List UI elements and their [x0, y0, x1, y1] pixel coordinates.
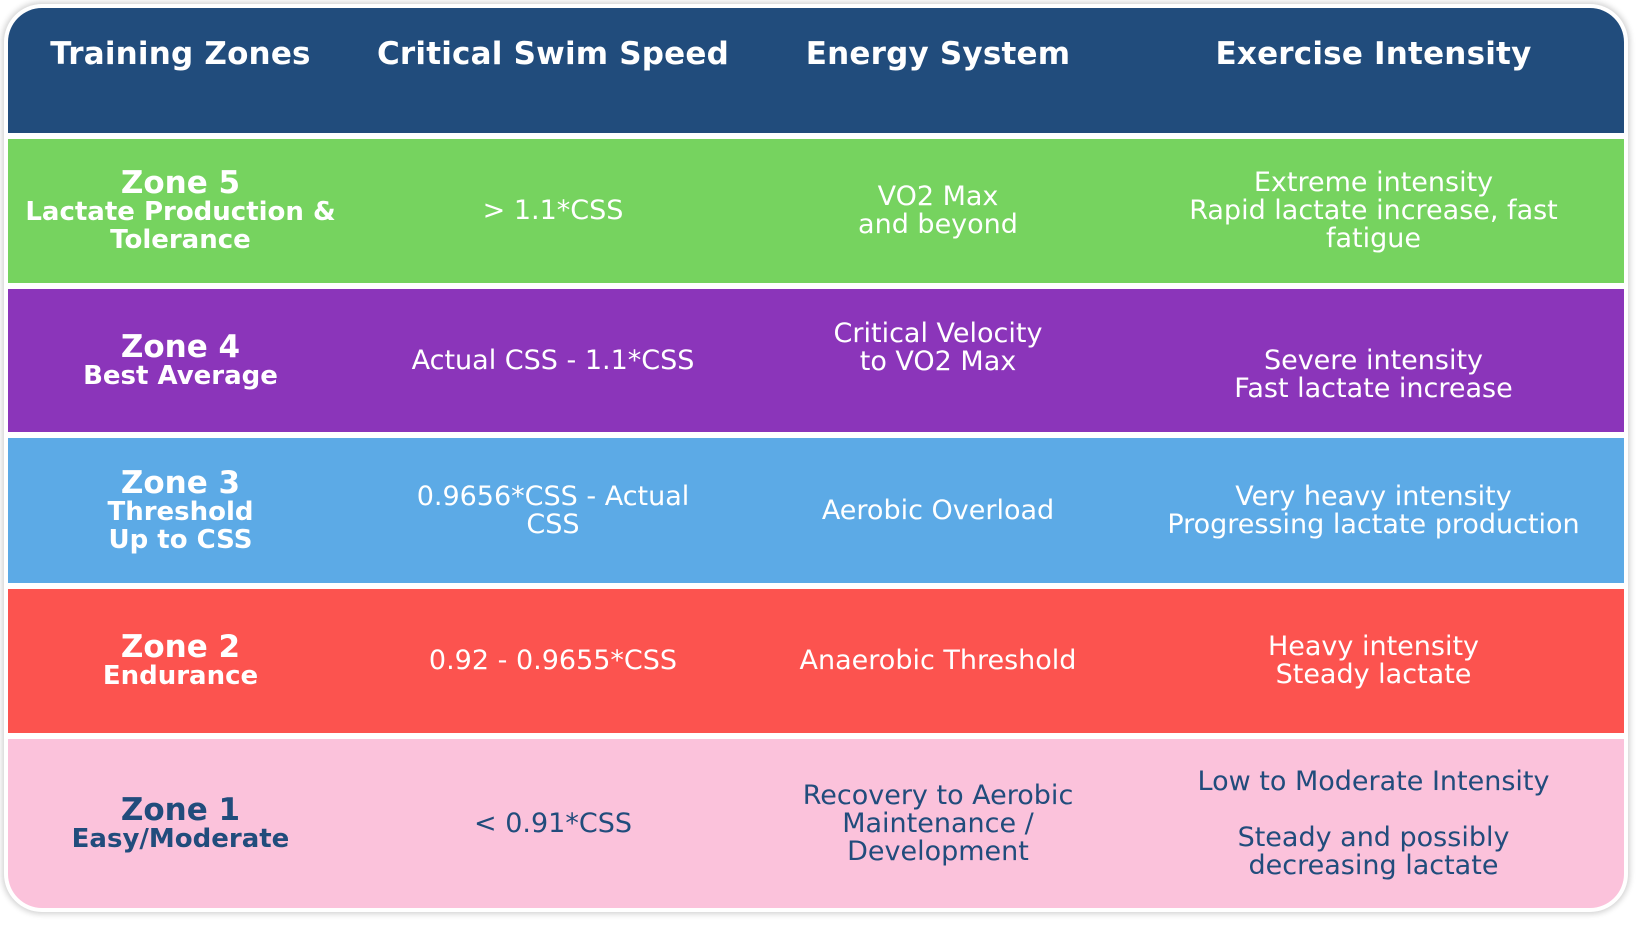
energy-cell: Anaerobic Threshold	[753, 589, 1123, 733]
table-frame: Training Zones Critical Swim Speed Energ…	[4, 4, 1628, 912]
energy-value: Recovery to Aerobic Maintenance / Develo…	[802, 779, 1074, 867]
zone-subtitle: Endurance	[102, 661, 259, 691]
css-cell: 0.92 - 0.9655*CSS	[353, 589, 753, 733]
zone-cell: Zone 4 Best Average	[8, 289, 353, 432]
energy-cell: Aerobic Overload	[753, 438, 1123, 583]
intensity-value: Heavy intensity Steady lactate	[1267, 631, 1480, 690]
zone-title: Zone 2	[120, 629, 241, 665]
intensity-cell: Very heavy intensity Progressing lactate…	[1123, 438, 1624, 583]
intensity-cell: Severe intensity Fast lactate increase	[1123, 289, 1624, 432]
energy-value: Aerobic Overload	[821, 494, 1055, 526]
energy-cell: Critical Velocity to VO2 Max	[753, 289, 1123, 432]
header-exercise-intensity: Exercise Intensity	[1215, 36, 1532, 72]
table-header-row: Training Zones Critical Swim Speed Energ…	[8, 8, 1624, 133]
intensity-cell: Low to Moderate Intensity Steady and pos…	[1123, 739, 1624, 908]
zone-title: Zone 5	[120, 165, 241, 201]
table-row-zone-3: Zone 3 Threshold Up to CSS 0.9656*CSS - …	[8, 438, 1624, 583]
header-critical-swim-speed: Critical Swim Speed	[376, 36, 730, 72]
energy-value: Critical Velocity to VO2 Max	[833, 317, 1043, 377]
zone-title: Zone 1	[120, 791, 241, 828]
energy-cell: Recovery to Aerobic Maintenance / Develo…	[753, 739, 1123, 908]
intensity-line-1: Low to Moderate Intensity	[1197, 765, 1550, 797]
css-value: 0.9656*CSS - Actual CSS	[416, 480, 690, 540]
energy-cell: VO2 Max and beyond	[753, 139, 1123, 283]
zone-title: Zone 4	[120, 328, 241, 365]
css-value: > 1.1*CSS	[482, 195, 624, 226]
table-row-zone-4: Zone 4 Best Average Actual CSS - 1.1*CSS…	[8, 289, 1624, 432]
zone-cell: Zone 5 Lactate Production & Tolerance	[8, 139, 353, 283]
css-value: < 0.91*CSS	[474, 807, 632, 839]
zone-title: Zone 3	[120, 464, 241, 501]
training-zones-table: Training Zones Critical Swim Speed Energ…	[8, 8, 1624, 908]
intensity-cell: Extreme intensity Rapid lactate increase…	[1123, 139, 1624, 283]
intensity-value: Very heavy intensity Progressing lactate…	[1167, 480, 1580, 540]
css-cell: 0.9656*CSS - Actual CSS	[353, 438, 753, 583]
table-row-zone-2: Zone 2 Endurance 0.92 - 0.9655*CSS Anaer…	[8, 589, 1624, 733]
table-row-zone-1: Zone 1 Easy/Moderate < 0.91*CSS Recovery…	[8, 739, 1624, 908]
css-cell: > 1.1*CSS	[353, 139, 753, 283]
zone-cell: Zone 3 Threshold Up to CSS	[8, 438, 353, 583]
table-row-zone-5: Zone 5 Lactate Production & Tolerance > …	[8, 139, 1624, 283]
intensity-value: Severe intensity Fast lactate increase	[1234, 344, 1513, 404]
css-value: 0.92 - 0.9655*CSS	[428, 645, 678, 676]
zone-cell: Zone 1 Easy/Moderate	[8, 739, 353, 908]
zone-subtitle: Lactate Production & Tolerance	[25, 197, 336, 255]
zone-cell: Zone 2 Endurance	[8, 589, 353, 733]
header-energy-system: Energy System	[805, 36, 1071, 72]
zone-subtitle: Threshold Up to CSS	[107, 496, 254, 555]
energy-value: VO2 Max and beyond	[858, 181, 1018, 240]
css-value: Actual CSS - 1.1*CSS	[411, 344, 695, 376]
css-cell: Actual CSS - 1.1*CSS	[353, 289, 753, 432]
zone-subtitle: Best Average	[83, 360, 278, 391]
zone-subtitle: Easy/Moderate	[71, 823, 290, 854]
intensity-line-2: Steady and possibly decreasing lactate	[1237, 821, 1510, 881]
header-training-zones: Training Zones	[50, 36, 311, 72]
intensity-cell: Heavy intensity Steady lactate	[1123, 589, 1624, 733]
energy-value: Anaerobic Threshold	[799, 645, 1077, 676]
css-cell: < 0.91*CSS	[353, 739, 753, 908]
intensity-value: Extreme intensity Rapid lactate increase…	[1189, 167, 1558, 254]
